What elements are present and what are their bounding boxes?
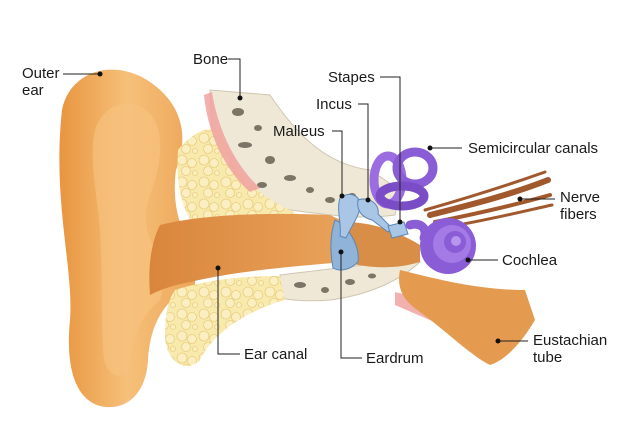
skin-lining-upper <box>204 92 260 192</box>
label-semicircular-canals: Semicircular canals <box>468 140 599 157</box>
label-outer-ear-line2: ear <box>22 82 44 99</box>
semicircular-canals-shape <box>369 147 438 211</box>
label-eustachian-tube-line1: Eustachian <box>533 332 608 349</box>
label-eardrum: Eardrum <box>366 350 424 367</box>
middle-ear-cavity <box>345 222 420 268</box>
label-malleus: Malleus <box>273 123 325 140</box>
leader-malleus <box>332 130 343 196</box>
label-incus: Incus <box>316 96 352 113</box>
label-nerve-fibers-line1: Nerve <box>560 189 601 206</box>
leader-lines <box>63 58 555 359</box>
ear-canal-passage <box>149 213 345 295</box>
label-nerve-fibers-line2: fibers <box>560 206 597 223</box>
fatty-tissue-lower <box>165 276 285 366</box>
leader-stapes <box>380 76 401 222</box>
cochlea-shape <box>405 218 476 274</box>
outer-ear-inner-fold <box>92 103 170 376</box>
label-cochlea: Cochlea <box>502 252 558 269</box>
label-bone: Bone <box>193 51 229 68</box>
leader-bone <box>228 58 241 98</box>
malleus-shape <box>338 193 361 239</box>
ossicles <box>338 193 409 239</box>
label-eustachian-tube-line2: tube <box>533 349 563 366</box>
leader-dots <box>97 71 523 344</box>
stapes-shape <box>387 221 409 239</box>
label-stapes: Stapes <box>328 69 375 86</box>
leader-incus <box>358 103 369 200</box>
eardrum-shape <box>330 219 359 271</box>
label-ear-canal: Ear canal <box>244 346 308 363</box>
leader-ear-canal <box>217 268 240 355</box>
leader-eardrum <box>340 252 362 359</box>
label-outer-ear-line1: Outer <box>22 65 60 82</box>
bone-pores <box>232 108 376 293</box>
